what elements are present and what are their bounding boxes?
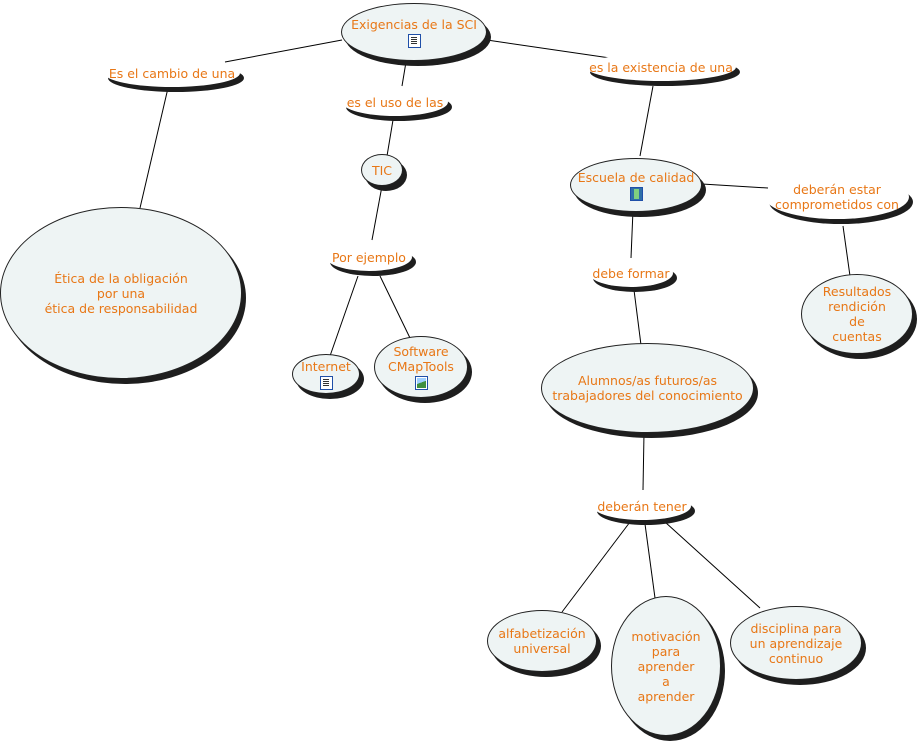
concept-tic-label: TIC — [371, 162, 393, 178]
document-icon[interactable] — [407, 33, 421, 48]
link-cambio[interactable]: Es el cambio de una — [104, 59, 240, 87]
link-tener[interactable]: deberán tener — [593, 492, 691, 520]
concept-disciplina[interactable]: disciplina para un aprendizaje continuo — [730, 606, 862, 680]
concept-motivacion[interactable]: motivación para aprender a aprender — [611, 596, 721, 736]
document-icon[interactable] — [319, 375, 333, 390]
concept-resultados-label: Resultados rendición de cuentas — [822, 284, 892, 344]
line-formar-alumnos — [633, 289, 642, 346]
image-icon[interactable] — [414, 376, 428, 390]
concept-tic[interactable]: TIC — [361, 154, 403, 186]
concept-exigencias-label: Exigencias de la SCI — [351, 16, 477, 32]
line-escuela-formar — [630, 209, 634, 259]
concept-exigencias[interactable]: Exigencias de la SCI — [341, 3, 487, 61]
video-icon[interactable] — [629, 186, 643, 201]
link-uso-label: es el uso de las — [346, 94, 444, 110]
concept-etica[interactable]: Ética de la obligación por una ética de … — [0, 207, 242, 379]
concept-alumnos[interactable]: Alumnos/as futuros/as trabajadores del c… — [541, 343, 754, 433]
link-uso[interactable]: es el uso de las — [342, 88, 448, 116]
line-alumnos-tener — [642, 432, 645, 491]
link-formar[interactable]: debe formar — [589, 259, 673, 287]
line-cambio-etica — [139, 87, 169, 209]
line-tener-motivacion — [644, 523, 656, 599]
concept-motivacion-label: motivación para aprender a aprender — [631, 628, 701, 704]
concept-internet[interactable]: Internet — [292, 354, 360, 394]
concept-escuela[interactable]: Escuela de calidad — [570, 158, 702, 212]
line-ejemplo-internet — [329, 275, 359, 357]
line-existencia-escuela — [639, 85, 654, 157]
line-ejemplo-software — [379, 275, 411, 339]
link-existencia-label: es la existencia de una — [589, 59, 733, 75]
line-tener-disciplina — [664, 521, 761, 609]
line-tener-alfabetizacion — [561, 521, 631, 613]
line-uso-tic — [386, 119, 394, 157]
link-cambio-label: Es el cambio de una — [108, 65, 236, 81]
concept-escuela-label: Escuela de calidad — [577, 169, 695, 185]
link-tener-label: deberán tener — [597, 498, 687, 514]
line-escuela-comprometidos — [701, 183, 769, 189]
line-exigencias-cambio — [224, 39, 343, 63]
line-comprometidos-resultados — [842, 225, 851, 277]
link-existencia[interactable]: es la existencia de una — [586, 53, 736, 81]
concept-etica-label: Ética de la obligación por una ética de … — [44, 270, 198, 316]
concept-resultados[interactable]: Resultados rendición de cuentas — [801, 274, 913, 354]
concept-internet-label: Internet — [301, 358, 351, 374]
link-formar-label: debe formar — [592, 265, 670, 281]
concept-alfabetizacion[interactable]: alfabetización universal — [487, 610, 597, 672]
line-tic-ejemplo — [371, 185, 383, 241]
link-ejemplo-label: Por ejemplo — [332, 249, 406, 265]
concept-alumnos-label: Alumnos/as futuros/as trabajadores del c… — [552, 373, 743, 403]
link-comprometidos-label: deberán estar comprometidos con — [775, 182, 899, 212]
concept-software[interactable]: Software CMapTools — [374, 336, 468, 398]
line-exigencias-uso — [401, 61, 407, 87]
link-ejemplo[interactable]: Por ejemplo — [326, 243, 412, 271]
link-comprometidos[interactable]: deberán estar comprometidos con — [765, 175, 909, 219]
concept-alfabetizacion-label: alfabetización universal — [498, 626, 586, 656]
concept-disciplina-label: disciplina para un aprendizaje continuo — [749, 620, 843, 666]
line-exigencias-existencia — [486, 39, 611, 59]
concept-software-label: Software CMapTools — [388, 344, 454, 374]
